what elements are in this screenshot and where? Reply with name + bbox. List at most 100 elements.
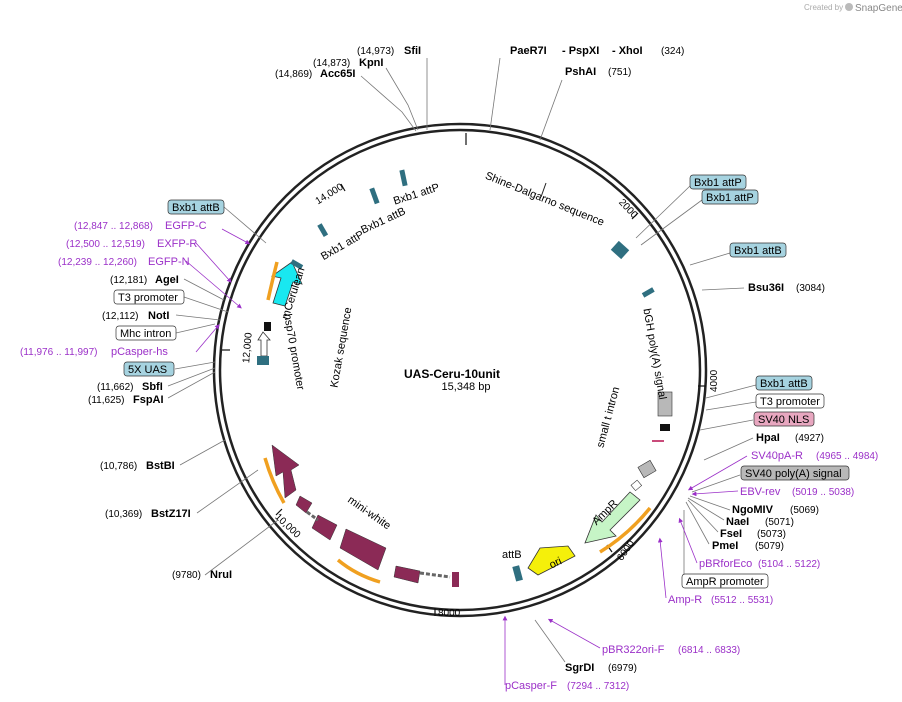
enzyme-name[interactable]: - PspXI <box>562 45 599 57</box>
inner-label: small t intron <box>595 386 623 449</box>
enzyme-name[interactable]: NaeI <box>726 516 749 528</box>
primer-name[interactable]: pBR322ori-F <box>602 644 665 656</box>
primer-name[interactable]: pCasper-F <box>505 680 557 692</box>
feature-box-label: Bxb1 attB <box>172 202 220 214</box>
enzyme-position: (324) <box>661 46 684 57</box>
leader-line <box>179 439 226 466</box>
primer-name[interactable]: pCasper-hs <box>111 346 168 358</box>
inner-label: hsp70 promoter <box>281 313 306 391</box>
primer-position: (6814 .. 6833) <box>678 645 740 656</box>
enzyme-name[interactable]: - XhoI <box>612 45 643 57</box>
ruler-label: 2000 <box>616 197 640 221</box>
leader-line <box>204 519 279 576</box>
enzyme-name[interactable]: FseI <box>720 528 742 540</box>
leader-line <box>705 384 757 399</box>
primer-name[interactable]: EXFP-R <box>157 238 197 250</box>
inner-label: attB <box>502 549 522 561</box>
enzyme-name[interactable]: SbfI <box>142 381 163 393</box>
feature-box[interactable] <box>113 289 185 305</box>
enzyme-position: (6979) <box>608 663 637 674</box>
enzyme-position: (10,786) <box>100 461 137 472</box>
feature-box-label: SV40 poly(A) signal <box>745 468 842 480</box>
bxb1-attp-feature[interactable] <box>610 240 630 260</box>
feature-box[interactable] <box>755 393 825 409</box>
primer-name[interactable]: SV40pA-R <box>751 450 803 462</box>
enzyme-position: (5069) <box>790 505 819 516</box>
feature-box[interactable] <box>755 375 813 391</box>
sv40-polya-feature[interactable] <box>637 459 657 479</box>
enzyme-name[interactable]: NotI <box>148 310 169 322</box>
bxb1-attp-feature[interactable] <box>399 169 408 187</box>
5x-uas-feature[interactable] <box>257 356 269 365</box>
primer-name[interactable]: EGFP-C <box>165 220 207 232</box>
enzyme-name[interactable]: SgrDI <box>565 662 594 674</box>
enzyme-name[interactable]: HpaI <box>756 432 780 444</box>
ruler-tick <box>631 212 639 220</box>
primer-name[interactable]: EBV-rev <box>740 486 781 498</box>
enzyme-name[interactable]: PmeI <box>712 540 738 552</box>
mini-white-segment <box>295 495 313 514</box>
feature-box[interactable] <box>740 465 850 481</box>
leader-line <box>687 497 725 521</box>
enzyme-name[interactable]: BstBI <box>146 460 175 472</box>
bxb1-attb-feature[interactable] <box>641 287 655 298</box>
leader-line <box>534 619 566 663</box>
ori-feature[interactable] <box>527 545 576 576</box>
primer-name[interactable]: pBRforEco <box>699 558 752 570</box>
enzyme-name[interactable]: SfiI <box>404 45 421 57</box>
bxb1-attp-feature[interactable] <box>317 223 329 238</box>
feature-box[interactable] <box>753 411 815 427</box>
enzyme-name[interactable]: PaeR7I <box>510 45 547 57</box>
mini-white-arrow[interactable] <box>271 444 300 499</box>
feature-box-label: T3 promoter <box>760 396 820 408</box>
enzyme-name[interactable]: PshAI <box>565 66 596 78</box>
mini-white-segment <box>452 572 459 587</box>
hsp70-promoter-feature[interactable] <box>257 331 271 357</box>
ampr-feature[interactable] <box>584 491 641 544</box>
leader-line <box>223 206 267 244</box>
enzyme-name[interactable]: Bsu36I <box>748 282 784 294</box>
leader-line <box>701 287 745 291</box>
bgh-polya-feature[interactable] <box>657 391 673 417</box>
mcerulean-orf <box>266 261 279 301</box>
enzyme-position: (11,625) <box>88 395 125 406</box>
feature-box[interactable] <box>729 242 787 258</box>
ruler-tick <box>275 508 283 516</box>
attb-feature[interactable] <box>512 565 523 582</box>
ruler-tick <box>340 183 346 192</box>
enzyme-name[interactable]: NruI <box>210 569 232 581</box>
inner-label: ori <box>548 555 564 571</box>
mcerulean-feature[interactable] <box>271 261 303 307</box>
ruler-label: 4000 <box>709 369 720 392</box>
bxb1-attb-feature[interactable] <box>369 187 380 205</box>
feature-box[interactable] <box>681 573 769 589</box>
feature-box-label: Bxb1 attP <box>706 192 754 204</box>
primer-position: (11,976 .. 11,997) <box>20 347 97 358</box>
feature-box[interactable] <box>123 361 175 377</box>
feature-box[interactable] <box>167 199 225 215</box>
primer-leaders <box>185 228 748 685</box>
feature-box-label: Bxb1 attP <box>694 177 742 189</box>
enzyme-name[interactable]: AgeI <box>155 274 179 286</box>
leader-line <box>175 323 216 334</box>
backbone <box>212 122 708 618</box>
enzyme-name[interactable]: BstZ17I <box>151 508 191 520</box>
feature-box[interactable] <box>701 189 759 205</box>
mini-white-orf <box>336 558 381 584</box>
features <box>257 169 673 587</box>
leader-line <box>640 199 703 246</box>
leader-line <box>539 79 563 141</box>
enzyme-name[interactable]: FspAI <box>133 394 164 406</box>
feature-box[interactable] <box>115 325 177 341</box>
enzyme-name[interactable]: NgoMIV <box>732 504 774 516</box>
inner-label: Bxb1 attP <box>392 182 441 208</box>
ruler-label: 12,000 <box>241 332 255 364</box>
leader-line <box>360 75 417 132</box>
feature-box[interactable] <box>689 174 747 190</box>
primer-name[interactable]: EGFP-N <box>148 256 190 268</box>
enzyme-name[interactable]: KpnI <box>359 57 383 69</box>
enzyme-name[interactable]: Acc65I <box>320 68 355 80</box>
kozak-feature <box>264 322 271 331</box>
snapgene-watermark: Created by SnapGene <box>804 3 902 14</box>
primer-name[interactable]: Amp-R <box>668 594 702 606</box>
